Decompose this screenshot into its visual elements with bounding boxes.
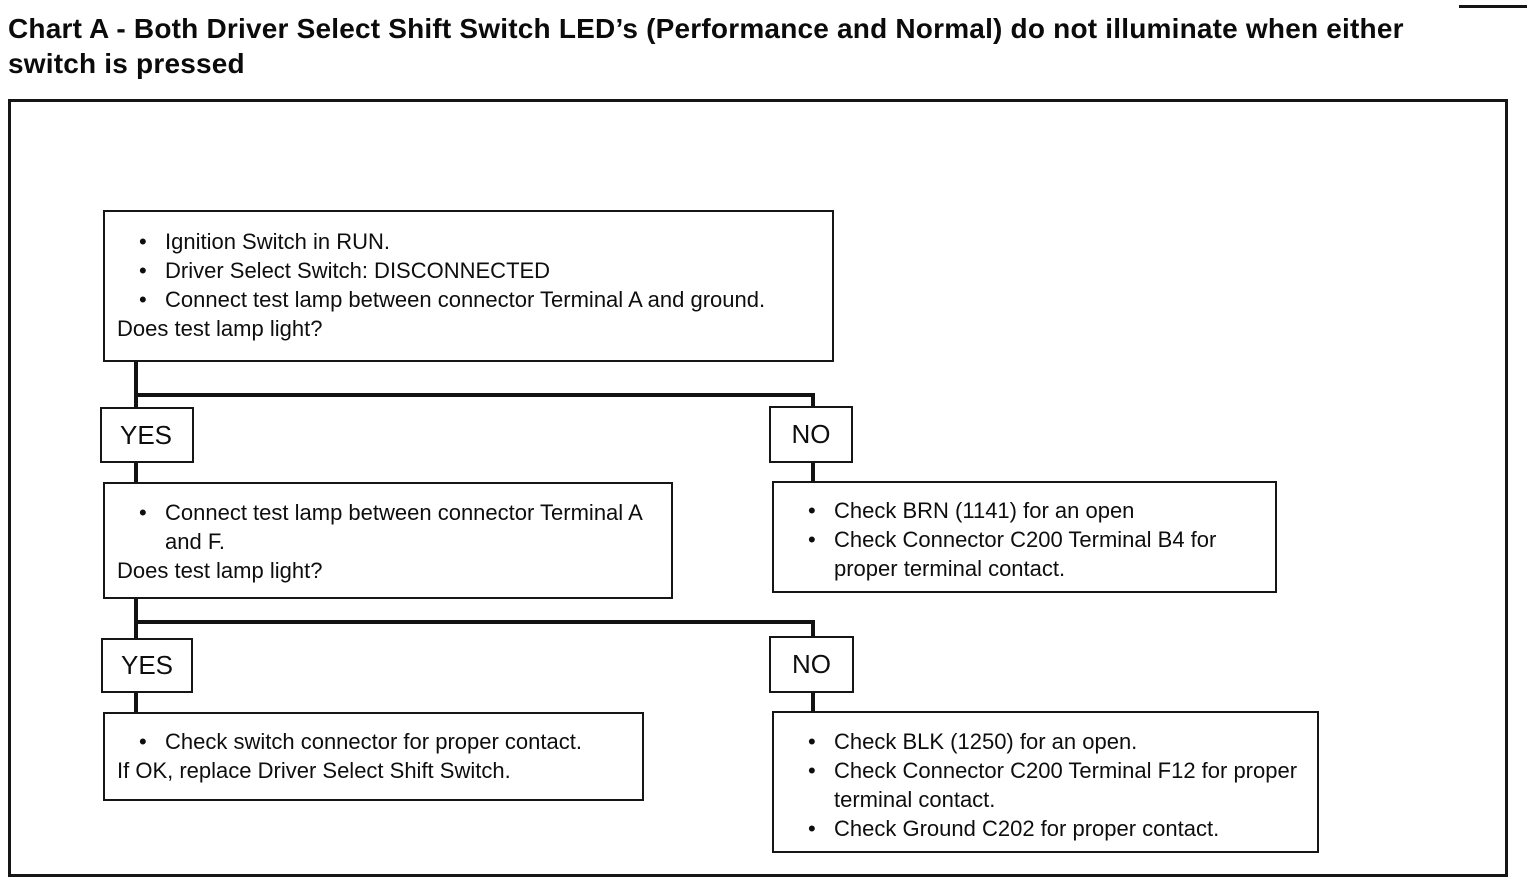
node-start-test: Ignition Switch in RUN. Driver Select Sw… bbox=[103, 210, 834, 362]
connector-branch2-horizontal bbox=[134, 620, 815, 624]
decision-label: NO bbox=[792, 649, 831, 679]
bullet-text: Driver Select Switch: DISCONNECTED bbox=[165, 258, 551, 283]
node-yes2-actions: Check switch connector for proper contac… bbox=[103, 712, 644, 801]
connector-yes2-to-action bbox=[134, 690, 138, 714]
scan-artifact-line bbox=[1459, 5, 1527, 8]
connector-no2-to-action bbox=[811, 690, 815, 713]
bullet-item: Check Ground C202 for proper contact. bbox=[808, 814, 1305, 843]
bullet-item: Check switch connector for proper contac… bbox=[139, 727, 630, 756]
connector-test2-to-yes2 bbox=[134, 596, 138, 640]
bullet-item: Ignition Switch in RUN. bbox=[139, 227, 820, 256]
bullet-text: Check Ground C202 for proper contact. bbox=[834, 816, 1220, 841]
connector-no1-to-action bbox=[811, 461, 815, 483]
page-title-line2: switch is pressed bbox=[8, 48, 245, 79]
bullet-text: Check BRN (1141) for an open bbox=[834, 498, 1135, 523]
decision-label: YES bbox=[120, 419, 173, 450]
bullet-item: Check Connector C200 Terminal B4 for pro… bbox=[808, 525, 1263, 583]
bullet-text: Check Connector C200 Terminal F12 for pr… bbox=[834, 758, 1298, 812]
decision-yes-1: YES bbox=[100, 407, 194, 463]
bullet-item: Connect test lamp between connector Term… bbox=[139, 498, 659, 556]
node-test2: Connect test lamp between connector Term… bbox=[103, 482, 673, 599]
connector-branch2-to-no2 bbox=[811, 620, 815, 638]
decision-no-2: NO bbox=[769, 636, 854, 693]
connector-branch1-horizontal bbox=[134, 393, 815, 397]
page-title-line1: Chart A - Both Driver Select Shift Switc… bbox=[8, 13, 1404, 44]
bullet-item: Check Connector C200 Terminal F12 for pr… bbox=[808, 756, 1305, 814]
node-no2-actions: Check BLK (1250) for an open. Check Conn… bbox=[772, 711, 1319, 853]
connector-branch1-to-no1 bbox=[811, 393, 815, 408]
bullet-item: Driver Select Switch: DISCONNECTED bbox=[139, 256, 820, 285]
bullet-text: Connect test lamp between connector Term… bbox=[165, 500, 642, 554]
node-question: Does test lamp light? bbox=[117, 558, 323, 583]
connector-yes1-to-test2 bbox=[134, 461, 138, 484]
page-title: Chart A - Both Driver Select Shift Switc… bbox=[8, 11, 1428, 81]
bullet-text: Check switch connector for proper contac… bbox=[165, 729, 582, 754]
connector-start-to-yes1 bbox=[134, 360, 138, 410]
bullet-text: Ignition Switch in RUN. bbox=[165, 229, 390, 254]
decision-no-1: NO bbox=[769, 406, 853, 463]
node-no1-actions: Check BRN (1141) for an open Check Conne… bbox=[772, 481, 1277, 593]
node-question: Does test lamp light? bbox=[117, 316, 323, 341]
decision-label: YES bbox=[121, 650, 174, 680]
bullet-item: Check BLK (1250) for an open. bbox=[808, 727, 1305, 756]
bullet-item: Check BRN (1141) for an open bbox=[808, 496, 1263, 525]
bullet-item: Connect test lamp between connector Term… bbox=[139, 285, 820, 314]
bullet-text: Check BLK (1250) for an open. bbox=[834, 729, 1138, 754]
node-note: If OK, replace Driver Select Shift Switc… bbox=[117, 758, 511, 783]
flowchart-frame bbox=[8, 99, 1508, 877]
bullet-text: Connect test lamp between connector Term… bbox=[165, 287, 766, 312]
bullet-text: Check Connector C200 Terminal B4 for pro… bbox=[834, 527, 1217, 581]
decision-label: NO bbox=[791, 419, 831, 449]
decision-yes-2: YES bbox=[101, 638, 193, 693]
